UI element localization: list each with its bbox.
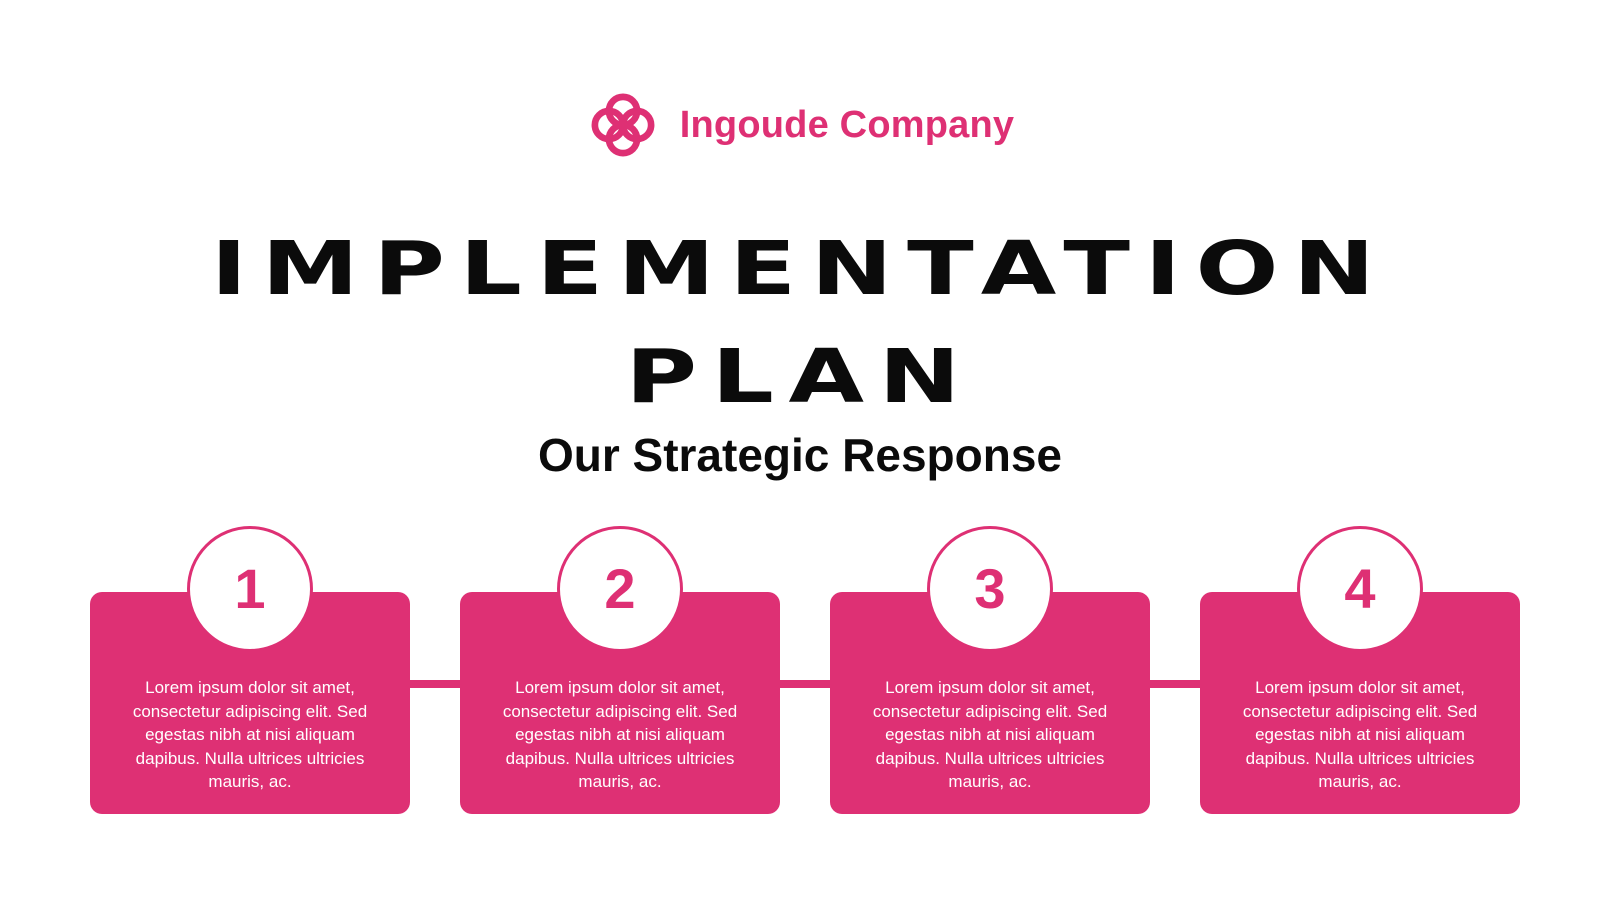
step-number: 4 [1344,557,1376,620]
step-number: 2 [604,557,636,620]
step-description: Lorem ipsum dolor sit amet, consectetur … [872,678,1108,791]
brand-header: Ingoude Company [0,88,1600,162]
step-description: Lorem ipsum dolor sit amet, consectetur … [132,678,368,791]
step-number: 1 [234,557,266,620]
step-description: Lorem ipsum dolor sit amet, consectetur … [502,678,738,791]
step-number: 3 [974,557,1006,620]
page-subtitle: Our Strategic Response [537,429,1063,481]
page-title-line-1: IMPLEMENTATION [210,225,1390,312]
step-number-badge-1: 1 [187,526,313,652]
step-card-1: Lorem ipsum dolor sit amet, consectetur … [90,592,410,814]
step-description: Lorem ipsum dolor sit amet, consectetur … [1242,678,1478,791]
page-title-line-2: PLAN [625,333,975,420]
step-number-badge-3: 3 [927,526,1053,652]
company-name: Ingoude Company [679,103,1015,146]
step-number-badge-2: 2 [557,526,683,652]
interlocking-rings-icon [591,93,655,157]
step-number-badge-4: 4 [1297,526,1423,652]
